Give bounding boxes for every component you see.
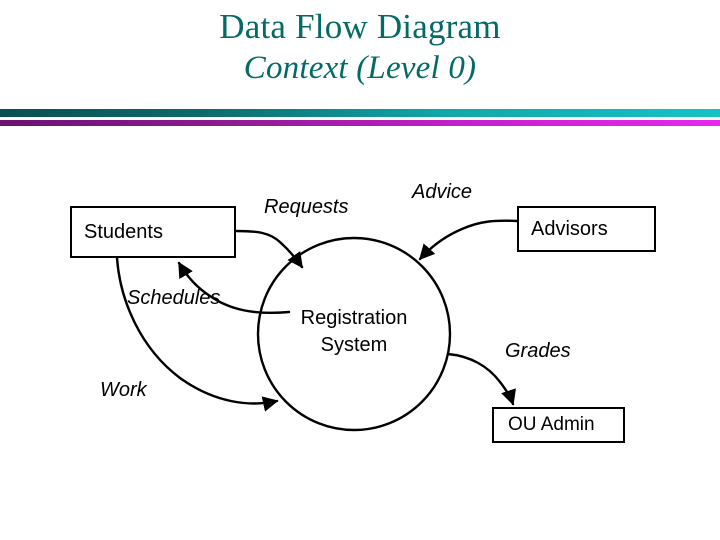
- flow-arrow-advice: [418, 219, 519, 261]
- title-line-secondary: Context (Level 0): [243, 50, 477, 86]
- entity-advisors-label: Advisors: [531, 217, 608, 240]
- flow-arrow-work: [115, 256, 279, 412]
- flow-label-advice: Advice: [412, 181, 473, 203]
- flow-label-work: Work: [100, 379, 147, 401]
- divider-bar-teal: [0, 109, 720, 117]
- entity-students-label: Students: [84, 220, 163, 243]
- page-title: Data Flow Diagram Context (Level 0): [0, 6, 720, 88]
- title-line-primary: Data Flow Diagram: [219, 7, 501, 46]
- flow-label-schedules: Schedules: [127, 287, 221, 309]
- flow-arrow-requests: [234, 229, 304, 269]
- entity-ou-admin-label: OU Admin: [508, 414, 595, 435]
- divider-bar-gap: [0, 117, 720, 120]
- flow-arrow-schedules: [177, 261, 291, 315]
- title-divider: [0, 109, 720, 126]
- divider-bar-purple: [0, 120, 720, 126]
- flow-arrow-grades: [446, 352, 516, 406]
- entity-advisors[interactable]: Advisors: [517, 206, 656, 252]
- flow-label-requests: Requests: [264, 196, 349, 218]
- entity-students[interactable]: Students: [70, 206, 236, 258]
- entity-ou-admin[interactable]: OU Admin: [492, 407, 625, 443]
- process-circle-registration-system: [256, 236, 452, 432]
- flow-label-grades: Grades: [505, 340, 571, 362]
